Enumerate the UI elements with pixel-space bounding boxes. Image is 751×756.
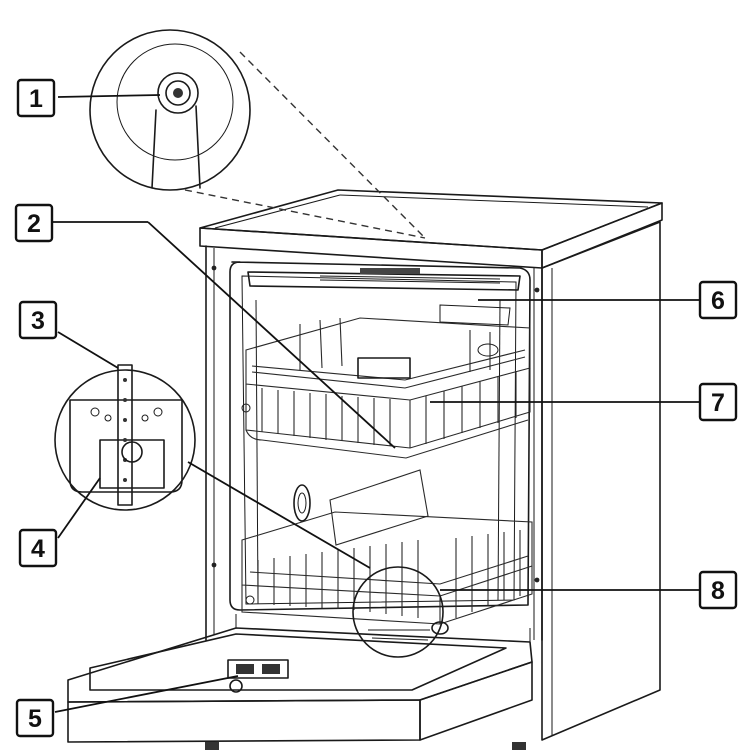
lower-basket-tines — [257, 530, 521, 618]
detail-3-4 — [54, 364, 371, 569]
callout-8: 8 — [698, 570, 738, 610]
top-panel-side-edge — [541, 202, 663, 269]
door-inner-panel — [67, 627, 533, 703]
tub-opening — [229, 261, 531, 611]
callout-3: 3 — [18, 300, 58, 340]
callout-5-label: 5 — [28, 705, 42, 733]
tub — [229, 261, 531, 611]
callout-2-label: 2 — [27, 210, 41, 238]
callout-8-label: 8 — [711, 577, 725, 605]
leader-lines — [52, 94, 700, 713]
detail-8 — [352, 566, 449, 658]
callout-1: 1 — [16, 78, 56, 118]
upper-basket-tines — [261, 371, 517, 446]
callout-6: 6 — [698, 280, 738, 320]
upper-basket — [241, 317, 531, 459]
detail-3-4-circle — [54, 369, 196, 511]
detail-8-circle — [352, 566, 444, 658]
lower-basket — [241, 469, 533, 625]
callout-4-label: 4 — [31, 535, 45, 563]
cabinet — [199, 189, 663, 741]
detail-1-circle — [89, 29, 251, 191]
callout-2: 2 — [14, 203, 54, 243]
callout-3-label: 3 — [31, 307, 45, 335]
top-spray-strip — [247, 271, 521, 291]
detail-1 — [89, 29, 426, 239]
callout-7: 7 — [698, 382, 738, 422]
callout-7-label: 7 — [711, 389, 725, 417]
callout-4: 4 — [18, 528, 58, 568]
callout-6-label: 6 — [711, 287, 725, 315]
door-front-edge — [67, 699, 421, 743]
side-fitting — [293, 484, 311, 522]
detergent-dispenser — [227, 659, 289, 679]
door — [67, 614, 533, 750]
callout-1-label: 1 — [29, 85, 43, 113]
callout-5: 5 — [15, 698, 55, 738]
